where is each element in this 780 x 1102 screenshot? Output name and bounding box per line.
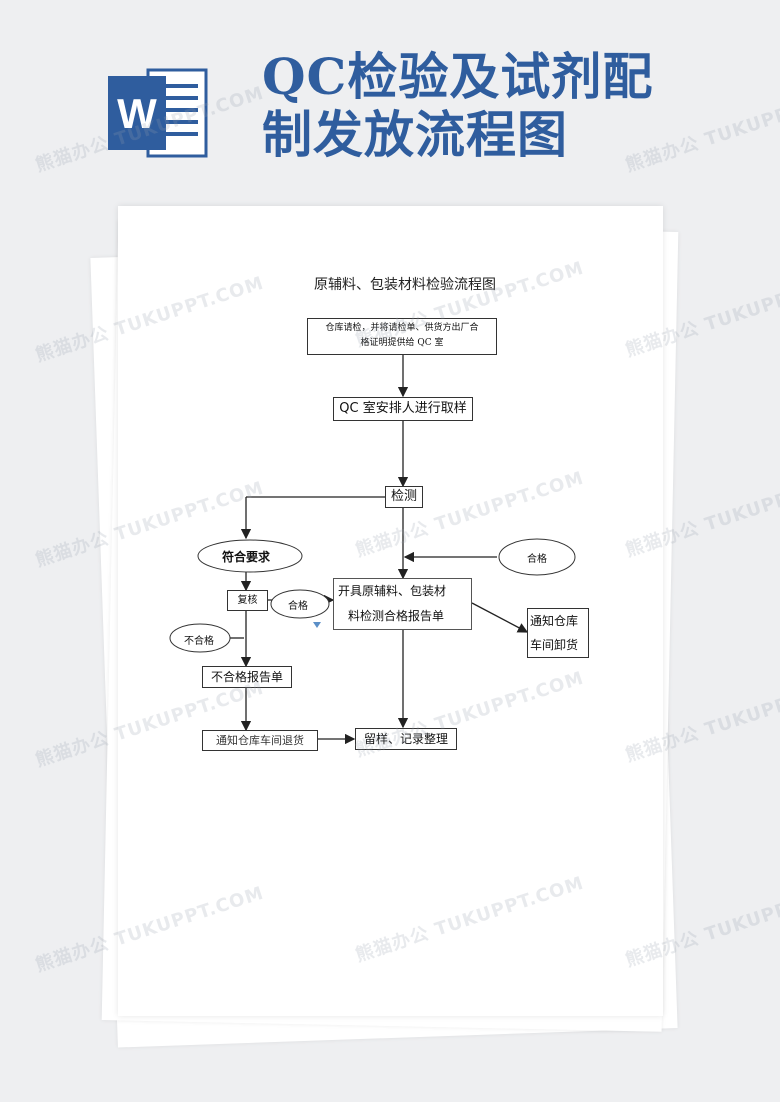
banner-title-line2: 制发放流程图 <box>262 105 568 164</box>
qualified-report-line1: 开具原辅料、包装材 <box>338 584 447 598</box>
sampling-box: QC 室安排人进行取样 <box>333 397 473 421</box>
notify-unload-box: 通知仓库 车间卸货 <box>527 608 589 658</box>
word-logo-icon: W <box>108 66 208 160</box>
meets-requirement-label: 符合要求 <box>222 550 271 564</box>
qualified-mid-ellipse <box>270 589 330 619</box>
document-title: 原辅料、包装材料检验流程图 <box>314 277 496 293</box>
notify-return-box: 通知仓库车间退货 <box>202 730 318 751</box>
qualified-mid-label: 合格 <box>288 601 308 612</box>
small-triangle-mark <box>313 622 321 628</box>
recheck-box: 复核 <box>227 590 268 611</box>
qualified-report-box: 开具原辅料、包装材 料检测合格报告单 <box>333 578 472 630</box>
banner-title-line1: QC检验及试剂配 <box>262 47 654 106</box>
request-inspection-line2: 格证明提供给 QC 室 <box>360 338 444 348</box>
archive-box: 留样、记录整理 <box>355 728 457 750</box>
qualified-right-ellipse <box>498 538 576 576</box>
unqualified-label: 不合格 <box>184 636 214 647</box>
unqualified-report-box: 不合格报告单 <box>202 666 292 688</box>
notify-unload-line1: 通知仓库 <box>530 614 579 628</box>
svg-text:W: W <box>117 90 157 137</box>
inspect-box: 检测 <box>385 486 423 508</box>
unqualified-ellipse <box>169 623 231 653</box>
qualified-report-line2: 料检测合格报告单 <box>348 609 445 623</box>
qualified-right-label: 合格 <box>527 554 547 565</box>
meets-requirement-ellipse <box>197 539 303 573</box>
request-inspection-line1: 仓库请检，并将请检单、供货方出厂合 <box>325 323 479 333</box>
notify-unload-line2: 车间卸货 <box>530 638 579 652</box>
request-inspection-box: 仓库请检，并将请检单、供货方出厂合 格证明提供给 QC 室 <box>307 318 497 355</box>
banner-title: QC检验及试剂配 制发放流程图 <box>262 48 682 164</box>
